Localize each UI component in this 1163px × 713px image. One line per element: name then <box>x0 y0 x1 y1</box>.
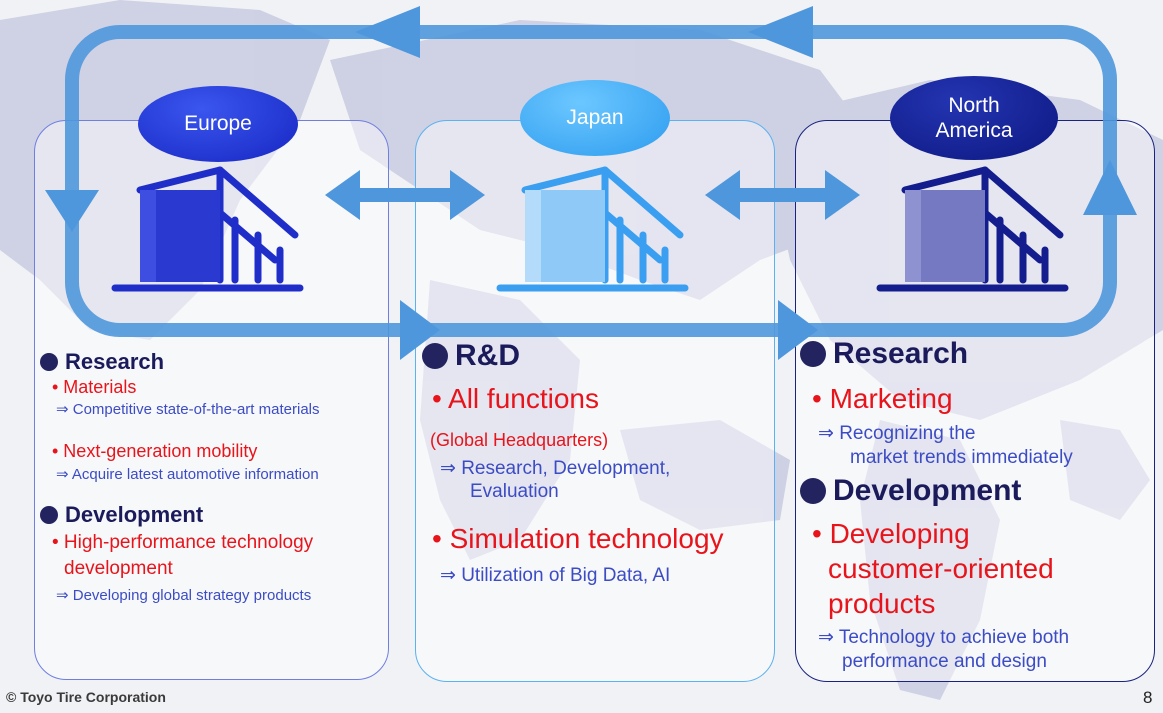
bullet-dot-icon <box>800 341 826 367</box>
europe-dev-desc: ⇒ Developing global strategy products <box>56 587 312 604</box>
north-america-dev-desc-line2: performance and design <box>842 651 1047 672</box>
north-america-item-title-1: • Marketing <box>812 383 953 414</box>
north-america-dev-title-line2: customer-oriented <box>828 553 1054 584</box>
japan-item-title-2: • Simulation technology <box>432 523 724 554</box>
europe-item-title-1: • Materials <box>52 377 137 397</box>
loop-arrow-right-up <box>1083 160 1137 215</box>
bullet-dot-icon <box>40 506 58 524</box>
double-arrow-japan-north-america <box>705 170 860 220</box>
north-america-development-heading: Development <box>800 474 1021 508</box>
loop-arrow-left-down <box>45 190 99 232</box>
double-arrow-europe-japan <box>325 170 485 220</box>
copyright-text: © Toyo Tire Corporation <box>6 689 166 705</box>
europe-item-title-2: • Next-generation mobility <box>52 441 258 461</box>
loop-arrow-bottom-right <box>778 300 818 360</box>
bullet-dot-icon <box>40 353 58 371</box>
north-america-item-desc-line2: market trends immediately <box>850 447 1073 468</box>
europe-label-text: Europe <box>184 112 252 136</box>
north-america-building-icon <box>876 166 1069 292</box>
europe-development-heading: Development <box>40 502 203 528</box>
japan-building-icon <box>496 166 689 292</box>
europe-label: Europe <box>138 86 298 162</box>
japan-item-desc-line2: Evaluation <box>470 481 559 502</box>
japan-item-note: (Global Headquarters) <box>430 430 609 450</box>
europe-dev-title-line1: • High-performance technology <box>52 532 314 553</box>
north-america-label: North America <box>890 76 1058 160</box>
loop-arrow-top-right <box>748 6 813 58</box>
north-america-dev-title-line3: products <box>828 588 936 619</box>
loop-arrow-bottom-left <box>400 300 440 360</box>
bullet-dot-icon <box>800 478 826 504</box>
north-america-dev-title-line1: • Developing <box>812 518 970 549</box>
japan-label-text: Japan <box>566 106 624 130</box>
north-america-research-heading: Research <box>800 337 968 371</box>
north-america-item-desc-line1: ⇒ Recognizing the <box>818 423 976 444</box>
loop-arrow-top-left <box>355 6 420 58</box>
europe-item-desc-2: ⇒ Acquire latest automotive information <box>56 466 319 483</box>
north-america-dev-desc-line1: ⇒ Technology to achieve both <box>818 627 1070 648</box>
japan-rd-heading: R&D <box>422 339 520 373</box>
europe-research-heading: Research <box>40 349 164 375</box>
europe-dev-title-line2: development <box>64 558 173 579</box>
japan-item-desc-line1: ⇒ Research, Development, <box>440 458 671 479</box>
japan-item-title-1: • All functions <box>432 383 600 414</box>
japan-item-desc-2: ⇒ Utilization of Big Data, AI <box>440 565 671 586</box>
europe-building-icon <box>111 166 304 292</box>
page-number: 8 <box>1143 688 1153 707</box>
north-america-label-text: North America <box>935 93 1013 142</box>
japan-label: Japan <box>520 80 670 156</box>
bullet-dot-icon <box>422 343 448 369</box>
europe-item-desc-1: ⇒ Competitive state-of-the-art materials <box>56 401 320 418</box>
